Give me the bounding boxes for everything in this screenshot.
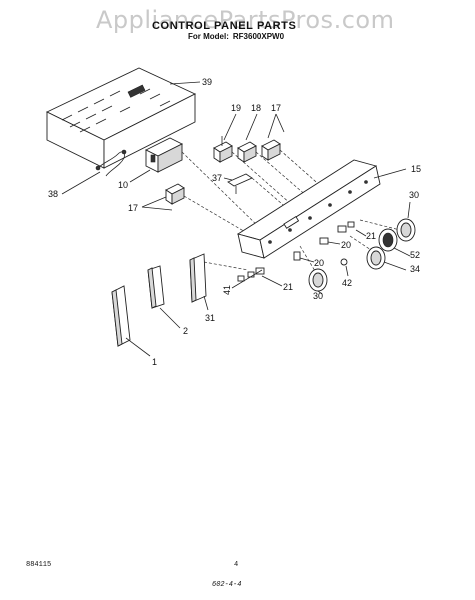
leader-18 bbox=[245, 113, 258, 141]
callout-21a: 21 bbox=[366, 231, 376, 241]
callout-21b: 21 bbox=[283, 282, 293, 292]
part-17-infinite-switch-lower bbox=[165, 183, 185, 205]
leader-20a bbox=[327, 241, 341, 245]
leader-21a bbox=[355, 229, 367, 237]
part-41-21-clips-lower bbox=[231, 267, 265, 289]
leader-34 bbox=[383, 261, 407, 271]
model-line: For Model:RF3600XPW0 bbox=[188, 32, 288, 41]
model-number: RF3600XPW0 bbox=[232, 32, 285, 41]
part-18-switch bbox=[237, 141, 257, 163]
watermark: AppliancePartsPros.com bbox=[96, 6, 395, 34]
part-31-bracket bbox=[189, 253, 207, 303]
part-17-infinite-switch-top bbox=[261, 139, 281, 161]
leader-20b bbox=[299, 257, 315, 263]
footer-stamp: 602-4-4 bbox=[212, 581, 242, 589]
leader-2 bbox=[159, 307, 181, 329]
callout-30a: 30 bbox=[409, 190, 419, 200]
part-30-knob-lower bbox=[308, 268, 328, 292]
leader-39 bbox=[169, 81, 201, 85]
callout-31: 31 bbox=[205, 313, 215, 323]
footer-code: 884115 bbox=[26, 561, 52, 569]
callout-39: 39 bbox=[202, 77, 212, 87]
leader-31 bbox=[203, 295, 209, 311]
footer-page-number: 4 bbox=[234, 561, 239, 569]
leader-21b bbox=[261, 275, 283, 287]
leader-37 bbox=[223, 177, 233, 181]
callout-1: 1 bbox=[152, 357, 157, 367]
part-38-wire-harness bbox=[95, 149, 127, 177]
part-19-switch bbox=[213, 136, 233, 163]
callout-19: 19 bbox=[231, 103, 241, 113]
callout-52: 52 bbox=[410, 250, 420, 260]
leader-15 bbox=[373, 168, 407, 179]
part-42-screw bbox=[340, 258, 348, 266]
part-10-clock-timer bbox=[144, 137, 184, 173]
part-34-knob bbox=[366, 246, 386, 270]
leader-42 bbox=[345, 265, 349, 277]
part-21-clip-upper bbox=[337, 221, 355, 233]
callout-34: 34 bbox=[410, 264, 420, 274]
callout-17b: 17 bbox=[128, 203, 138, 213]
callout-15: 15 bbox=[411, 164, 421, 174]
callout-10: 10 bbox=[118, 180, 128, 190]
part-1-end-cap bbox=[111, 285, 131, 347]
part-52-knob bbox=[378, 228, 398, 252]
callout-2: 2 bbox=[183, 326, 188, 336]
callout-18: 18 bbox=[251, 103, 261, 113]
leader-17b bbox=[141, 196, 167, 208]
callout-38: 38 bbox=[48, 189, 58, 199]
diagram-title: CONTROL PANEL PARTS bbox=[152, 20, 297, 32]
leader-10 bbox=[129, 169, 151, 183]
leader-30a bbox=[407, 201, 411, 219]
part-37-bracket bbox=[227, 173, 253, 194]
leader-17a bbox=[267, 113, 277, 139]
part-30-knob-upper bbox=[396, 218, 416, 242]
leader-38 bbox=[61, 171, 101, 195]
callout-42: 42 bbox=[342, 278, 352, 288]
leader-19 bbox=[223, 113, 237, 141]
leader-17b-b bbox=[141, 206, 173, 211]
callout-37: 37 bbox=[212, 173, 222, 183]
callout-17a: 17 bbox=[271, 103, 281, 113]
leader-52 bbox=[393, 247, 411, 257]
part-39-rear-panel bbox=[45, 67, 197, 169]
leader-30b bbox=[317, 290, 323, 295]
callout-20a: 20 bbox=[341, 240, 351, 250]
model-prefix: For Model: bbox=[188, 32, 229, 41]
part-15-control-panel bbox=[236, 159, 381, 259]
leader-17a-b bbox=[275, 113, 285, 133]
callout-41: 41 bbox=[222, 285, 232, 295]
part-2-end-cap bbox=[147, 265, 165, 309]
part-20-spacer bbox=[293, 237, 329, 261]
callout-30b: 30 bbox=[313, 291, 323, 301]
callout-20b: 20 bbox=[314, 258, 324, 268]
leader-1 bbox=[125, 337, 151, 357]
